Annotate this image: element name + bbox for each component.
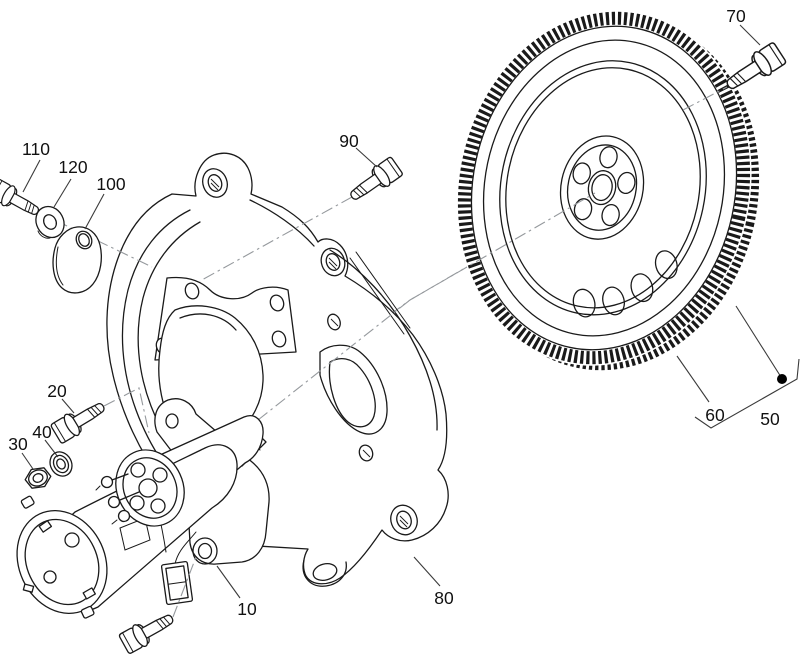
washer-120	[35, 205, 65, 239]
callout-20[interactable]: 20	[47, 381, 67, 401]
callout-70[interactable]: 70	[726, 6, 746, 26]
callout-80[interactable]: 80	[434, 588, 454, 608]
callout-labels: 10 20 30 40 50 60 70 80 90 100 110 120	[8, 6, 780, 619]
flywheel-assembly	[456, 10, 761, 372]
callout-40[interactable]: 40	[32, 422, 52, 442]
callout-10[interactable]: 10	[237, 599, 257, 619]
callout-leaders	[21, 24, 800, 599]
assembly-axis-over	[35, 86, 728, 421]
callout-90[interactable]: 90	[339, 131, 359, 151]
flywheel-bolt	[720, 40, 788, 98]
callout-60[interactable]: 60	[705, 405, 725, 425]
callout-110[interactable]: 110	[22, 139, 50, 159]
assembly-dot	[777, 374, 787, 384]
bolt-axes	[103, 387, 197, 618]
housing-bolt	[344, 154, 405, 208]
hex-nut	[24, 467, 52, 489]
callout-50[interactable]: 50	[760, 409, 780, 429]
cover-plate	[52, 226, 102, 294]
callout-30[interactable]: 30	[8, 434, 28, 454]
assembly-bracket	[694, 358, 800, 429]
mounting-bolt-lower	[117, 606, 179, 654]
callout-100[interactable]: 100	[96, 174, 125, 194]
mounting-bolt-upper	[49, 395, 110, 446]
starter-motor	[16, 398, 270, 619]
callout-120[interactable]: 120	[58, 157, 87, 177]
ring-gear	[457, 11, 751, 365]
